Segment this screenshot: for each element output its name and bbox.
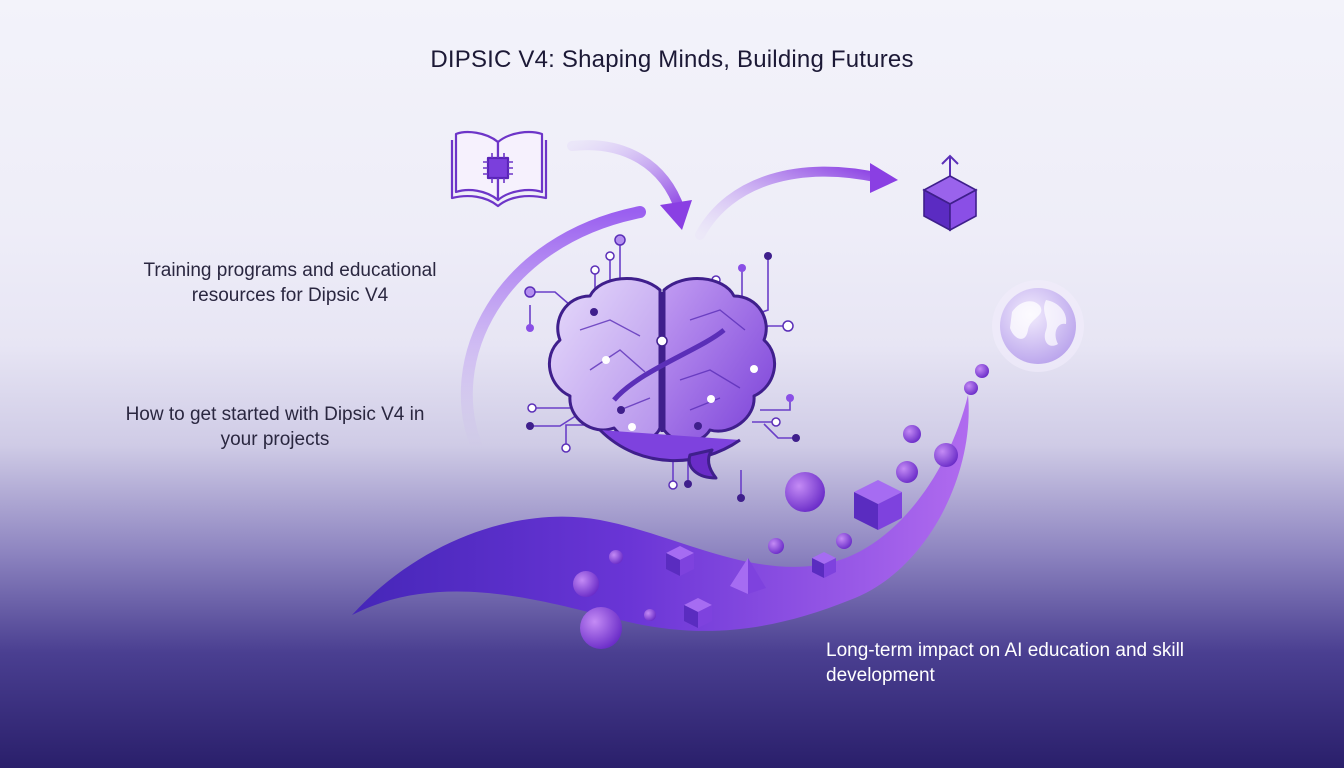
globe-icon	[992, 280, 1084, 372]
callout-getting-started: How to get started with Dipsic V4 in you…	[125, 404, 425, 450]
brain-circuit-icon	[548, 277, 776, 480]
arrow-book-to-brain	[567, 140, 692, 230]
callout-long-term-impact: Long-term impact on AI education and ski…	[826, 640, 1185, 686]
arrow-brain-to-cube	[695, 163, 898, 240]
floating-spheres	[573, 364, 989, 649]
circuit-nodes	[524, 234, 800, 502]
left-arc	[460, 206, 646, 456]
book-with-chip-icon	[450, 131, 548, 208]
page-title: DIPSIC V4: Shaping Minds, Building Futur…	[430, 46, 914, 73]
brain-nodes	[590, 308, 758, 431]
brain-inner-lines	[579, 309, 746, 411]
floating-cubes	[666, 480, 902, 628]
callout-training-programs: Training programs and educational resour…	[143, 260, 437, 306]
cube-with-up-arrow-icon	[922, 154, 978, 232]
